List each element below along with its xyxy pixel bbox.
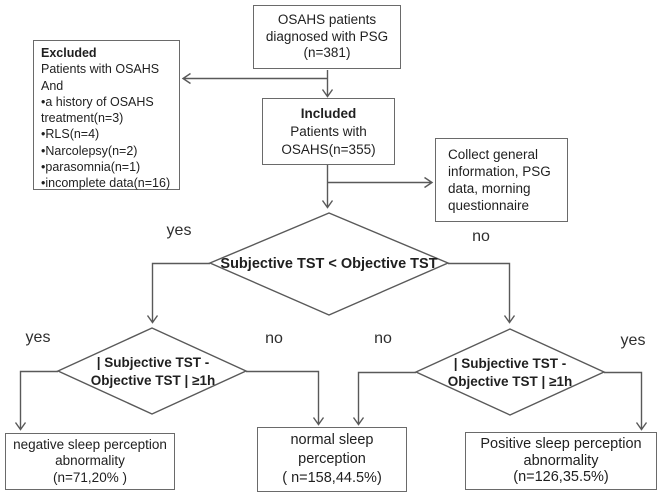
decision-right-label: | Subjective TST - Objective TST | ≥1h — [434, 346, 586, 400]
connector-right-no — [352, 371, 416, 426]
node-text-line: | Subjective TST - — [453, 356, 567, 371]
node-text-line: data, morning — [448, 181, 531, 196]
node-collect-data: Collect general information, PSG data, m… — [435, 138, 568, 222]
node-text-line: Patients with — [290, 123, 367, 139]
edge-label-yes: yes — [166, 222, 192, 239]
connector-main-no — [448, 262, 516, 324]
node-text-line: negative sleep perception — [13, 436, 167, 452]
node-text-line: •RLS(n=4) — [41, 127, 100, 142]
node-text-line: Patients with OSAHS — [41, 62, 160, 77]
edge-label-no: no — [472, 228, 490, 245]
node-excluded: Excluded Patients with OSAHS And •a hist… — [33, 40, 180, 190]
included-heading: Included — [300, 105, 357, 121]
node-text-line: (n=71,20% ) — [53, 469, 127, 485]
edge-label-no: no — [374, 330, 392, 347]
node-text-line: •parasomnia(n=1) — [41, 160, 141, 175]
node-text-line: •Narcolepsy(n=2) — [41, 143, 138, 158]
node-osahs-patients: OSAHS patients diagnosed with PSG (n=381… — [253, 5, 401, 69]
edge-label-yes: yes — [620, 332, 646, 349]
node-text-line: normal sleep — [290, 432, 374, 448]
node-text-line: •a history of OSAHS — [41, 94, 154, 109]
connector-to-collect — [327, 176, 434, 189]
node-normal-perception: normal sleep perception ( n=158,44.5%) — [257, 427, 407, 492]
node-text-line: Objective TST | ≥1h — [447, 374, 573, 389]
decision-main-label: Subjective TST < Objective TST — [220, 255, 438, 272]
node-text-line: Positive sleep perception — [480, 436, 642, 453]
connector-left-no — [246, 370, 325, 426]
node-text-line: information, PSG — [448, 164, 551, 179]
node-text-line: OSAHS(n=355) — [281, 141, 376, 157]
node-text-line: perception — [298, 451, 366, 467]
node-negative-perception: negative sleep perception abnormality (n… — [5, 433, 175, 490]
node-text-line: abnormality — [523, 452, 599, 469]
node-text-line: OSAHS patients — [277, 12, 377, 28]
decision-left-label: | Subjective TST - Objective TST | ≥1h — [77, 345, 229, 399]
connector-to-excluded — [181, 72, 328, 85]
excluded-heading: Excluded — [41, 46, 97, 60]
connector-top-to-included — [321, 70, 334, 98]
node-text-line: (n=381) — [303, 45, 351, 61]
node-positive-perception: Positive sleep perception abnormality (n… — [465, 432, 657, 490]
node-text-line: •incomplete data(n=16) — [41, 176, 171, 191]
connector-left-yes — [14, 370, 58, 431]
node-text-line: Collect general — [448, 147, 539, 162]
connector-right-yes — [604, 371, 648, 431]
edge-label-yes: yes — [25, 329, 51, 346]
node-text-line: diagnosed with PSG — [265, 28, 389, 44]
node-text-line: Objective TST | ≥1h — [90, 373, 216, 388]
node-included: Included Patients with OSAHS(n=355) — [262, 98, 395, 165]
node-text-line: And — [41, 78, 64, 93]
connector-included-to-decision — [321, 165, 334, 209]
node-text-line: questionnaire — [448, 198, 530, 213]
node-text-line: (n=126,35.5%) — [513, 469, 609, 486]
node-text-line: ( n=158,44.5%) — [282, 470, 382, 486]
node-text-line: | Subjective TST - — [96, 355, 210, 370]
edge-label-no: no — [265, 330, 283, 347]
connector-main-yes — [146, 262, 210, 324]
node-text-line: abnormality — [55, 453, 125, 469]
node-text-line: treatment(n=3) — [41, 111, 124, 126]
